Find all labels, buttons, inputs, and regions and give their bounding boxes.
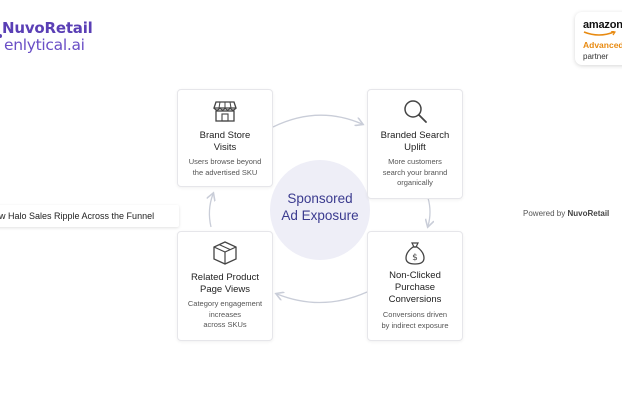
card-title-line: Purchase bbox=[394, 282, 436, 293]
card-title-line: Page Views bbox=[200, 284, 250, 295]
powered-by-prefix: Powered by bbox=[523, 209, 566, 218]
powered-by-brand: NuvoRetail bbox=[567, 209, 610, 218]
card-title: Branded Search Uplift bbox=[370, 130, 460, 154]
partner-tier: Advanced bbox=[583, 40, 622, 50]
money-bag-icon: $ bbox=[405, 242, 425, 265]
card-description: More customers search your brannd organi… bbox=[370, 157, 460, 189]
card-title-line: Brand Store bbox=[199, 130, 251, 141]
card-desc-line: across SKUs bbox=[203, 320, 247, 329]
card-title-line: Uplift bbox=[404, 142, 426, 153]
card-desc-line: the advertised SKU bbox=[192, 167, 258, 177]
card-brand-store-visits: Brand Store Visits Users browse beyond t… bbox=[177, 89, 273, 187]
card-desc-line: search your brannd bbox=[382, 167, 448, 177]
arrow-bottom bbox=[277, 291, 368, 304]
card-desc-line: More customers bbox=[388, 157, 442, 166]
card-title: Non-Clicked Purchase Conversions bbox=[370, 270, 460, 306]
card-title-line: Non-Clicked bbox=[389, 270, 441, 281]
hub-label-line1: Sponsored bbox=[287, 191, 353, 206]
card-desc-line: Users browse beyond bbox=[188, 157, 262, 166]
card-desc-line: Category engagement bbox=[187, 299, 263, 308]
arrow-top bbox=[272, 114, 362, 128]
card-desc-line: Conversions driven bbox=[382, 310, 448, 319]
hub-label: Sponsored Ad Exposure bbox=[270, 190, 370, 224]
package-box-icon bbox=[213, 241, 237, 265]
arrow-left bbox=[209, 194, 213, 228]
card-desc-line: by indirect exposure bbox=[381, 320, 449, 330]
funnel-headline: w Halo Sales Ripple Across the Funnel bbox=[0, 205, 179, 227]
card-description: Conversions driven by indirect exposure bbox=[370, 310, 460, 331]
magnifier-icon bbox=[404, 100, 427, 123]
card-non-clicked-purchase-conversions: $ Non-Clicked Purchase Conversions Conve… bbox=[367, 231, 463, 341]
amazon-logo: amazon bbox=[583, 19, 622, 31]
card-title-line: Branded Search bbox=[380, 130, 450, 141]
card-title-line: Conversions bbox=[388, 294, 442, 305]
amazon-partner-badge: amazon Advanced partner bbox=[575, 12, 622, 65]
card-description: Category engagement increases across SKU… bbox=[180, 299, 270, 331]
card-related-product-page-views: Related Product Page Views Category enga… bbox=[177, 231, 273, 341]
card-title: Brand Store Visits bbox=[180, 130, 270, 154]
card-description: Users browse beyond the advertised SKU bbox=[180, 157, 270, 178]
svg-text:$: $ bbox=[412, 253, 418, 263]
logo-nuvoretail: NuvoRetail bbox=[2, 19, 93, 37]
hub-label-line2: Ad Exposure bbox=[281, 208, 359, 223]
logo-enlytical: enlytical.ai bbox=[4, 36, 85, 54]
card-desc-line: increases bbox=[208, 309, 242, 319]
card-desc-line: organically bbox=[397, 178, 433, 187]
partner-label: partner bbox=[583, 52, 609, 61]
storefront-icon bbox=[213, 101, 237, 122]
card-title-line: Visits bbox=[213, 142, 237, 153]
card-branded-search-uplift: Branded Search Uplift More customers sea… bbox=[367, 89, 463, 199]
powered-by: Powered by NuvoRetail bbox=[523, 209, 609, 218]
arrow-right bbox=[428, 197, 430, 226]
card-title: Related Product Page Views bbox=[180, 272, 270, 296]
amazon-smile-icon bbox=[583, 31, 616, 36]
card-title-line: Related Product bbox=[190, 272, 260, 283]
sponsored-ad-exposure-hub: Sponsored Ad Exposure bbox=[270, 160, 370, 260]
logo-dot bbox=[0, 34, 2, 38]
